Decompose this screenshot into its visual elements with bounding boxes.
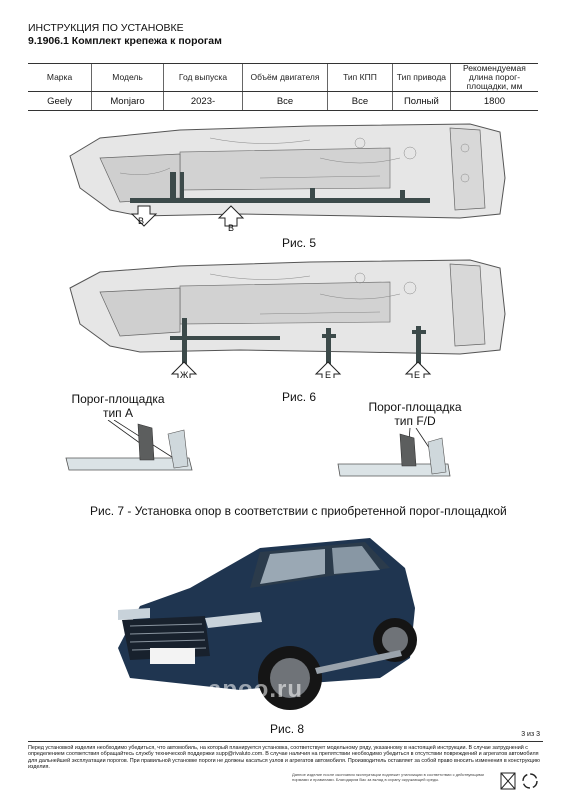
- col-model: Модель: [91, 63, 164, 92]
- cell-make: Geely: [28, 91, 92, 111]
- cell-gearbox: Все: [327, 91, 393, 111]
- footer-divider: [28, 741, 543, 742]
- fig5-arrow-left-icon: [130, 205, 158, 227]
- doc-header-title: ИНСТРУКЦИЯ ПО УСТАНОВКЕ: [28, 22, 184, 34]
- fig6-label-e2: E: [414, 370, 421, 380]
- fig6-underbody-drawing: [69, 259, 506, 378]
- cell-drive: Полный: [391, 91, 451, 111]
- fig7-left-title-line2: тип A: [102, 406, 134, 420]
- fig5-caption: Рис. 5: [282, 236, 317, 250]
- fig8-watermark: apoo.ru: [208, 676, 303, 703]
- fig7-right-title-line1: Порог-площадка: [368, 400, 462, 414]
- trash-bin-crossed-icon: [500, 772, 516, 790]
- recycle-icons: [500, 772, 538, 790]
- col-gearbox: Тип КПП: [327, 63, 393, 92]
- spec-table-row: Geely Monjaro 2023- Все Все Полный 1800: [28, 91, 538, 111]
- fig7-right-sill-drawing: [337, 428, 451, 477]
- col-engine: Объём двигателя: [241, 63, 328, 92]
- fig6-label-zh: Ж: [180, 370, 189, 380]
- fig6-arrow-e2-icon: [404, 361, 432, 378]
- fig7-right-title-line2: тип F/D: [394, 414, 436, 428]
- fig7-left-title: Порог-площадка тип A: [68, 392, 168, 420]
- fig7-left-title-line1: Порог-площадка: [71, 392, 165, 406]
- fig7-left-sill-drawing: [65, 420, 193, 471]
- doc-header-kit: 9.1906.1 Комплект крепежа к порогам: [28, 35, 222, 47]
- fig5-underbody-drawing: [69, 123, 506, 227]
- fig8-car-photo: [118, 538, 417, 710]
- col-make: Марка: [28, 63, 92, 92]
- fig5-label-b1: B: [138, 216, 145, 226]
- fig6-caption: Рис. 6: [282, 390, 317, 404]
- footer-recycle-note: Данное изделие после окончания эксплуата…: [292, 772, 484, 782]
- cell-year: 2023-: [163, 91, 243, 111]
- footer-disclaimer: Перед установкой изделия необходимо убед…: [28, 745, 540, 770]
- fig8-caption: Рис. 8: [270, 722, 305, 736]
- recycle-icon: [522, 773, 538, 789]
- cell-length: 1800: [449, 91, 538, 111]
- fig6-arrow-e1-icon: [314, 361, 342, 378]
- fig5-label-b2: B: [228, 223, 235, 233]
- fig6-arrow-zh-icon: [170, 361, 198, 378]
- col-drive: Тип привода: [391, 63, 451, 92]
- fig7-right-title: Порог-площадка тип F/D: [360, 400, 470, 428]
- fig7-caption: Рис. 7 - Установка опор в соответствии с…: [90, 504, 507, 518]
- page-number: 3 из 3: [521, 731, 540, 738]
- cell-model: Monjaro: [91, 91, 164, 111]
- spec-table: Марка Модель Год выпуска Объём двигателя…: [28, 63, 538, 111]
- fig5-arrow-right-icon: [217, 205, 245, 227]
- col-year: Год выпуска: [163, 63, 243, 92]
- cell-engine: Все: [241, 91, 328, 111]
- fig6-label-e1: E: [325, 370, 332, 380]
- spec-table-header: Марка Модель Год выпуска Объём двигателя…: [28, 63, 538, 92]
- col-length: Рекомендуемая длина порог-площадки, мм: [449, 63, 538, 92]
